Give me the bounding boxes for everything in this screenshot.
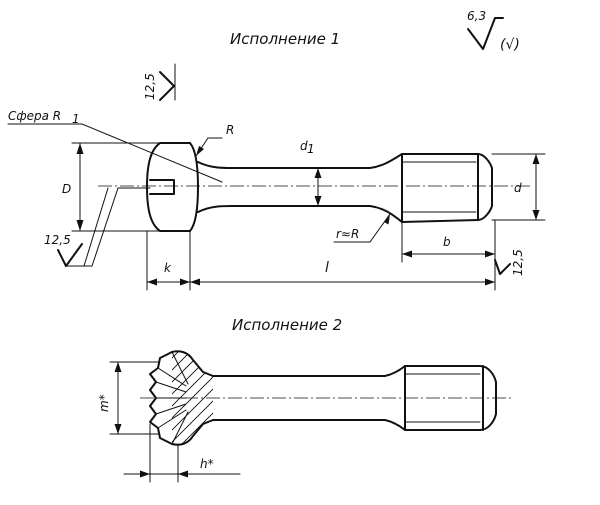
label-r-approx-r: r≈R bbox=[336, 227, 359, 241]
roughness-mark-right: 12,5 bbox=[494, 249, 525, 276]
thread-body bbox=[401, 153, 493, 223]
title-version-2: Исполнение 2 bbox=[232, 316, 342, 334]
roughness-mark-top: 12,5 bbox=[143, 63, 176, 101]
dim-label-m: m* bbox=[97, 394, 111, 412]
roughness-mark-left: 12,5 bbox=[44, 187, 151, 267]
dim-label-h: h* bbox=[200, 457, 214, 471]
roughness-right-value: 12,5 bbox=[511, 249, 525, 276]
dim-label-d1: d bbox=[300, 139, 308, 153]
version-2-view: m* h* bbox=[97, 350, 512, 483]
dim-label-d1-sub: 1 bbox=[307, 142, 315, 156]
version-1-view: D d 1 d k l b Сфера R 1 R r≈R bbox=[7, 63, 546, 291]
section-hatching bbox=[172, 351, 213, 445]
screw-head-edge bbox=[189, 142, 199, 232]
label-radius-r: R bbox=[226, 123, 234, 137]
title-version-1: Исполнение 1 bbox=[230, 30, 340, 48]
v2-shank-top bbox=[212, 365, 406, 377]
label-sphere-r1-sub: 1 bbox=[72, 112, 80, 126]
screw-shank-top bbox=[197, 153, 403, 169]
roughness-general-value: 6,3 bbox=[467, 9, 486, 23]
dim-label-d: d bbox=[514, 181, 522, 195]
screw-shank-bottom bbox=[197, 205, 403, 223]
dim-label-D: D bbox=[62, 182, 71, 196]
serrated-head-right bbox=[171, 350, 214, 446]
roughness-general-bracket: (√) bbox=[500, 37, 520, 53]
thread-root-line bbox=[401, 161, 477, 213]
general-roughness-mark: 6,3 (√) bbox=[467, 9, 520, 53]
roughness-top-value: 12,5 bbox=[143, 73, 157, 100]
label-sphere-r1: Сфера R bbox=[8, 109, 61, 123]
dim-label-k: k bbox=[164, 261, 172, 275]
roughness-left-value: 12,5 bbox=[44, 233, 71, 247]
dim-label-b: b bbox=[443, 235, 451, 249]
v2-shank-bottom bbox=[212, 419, 406, 431]
v2-thread-root-line bbox=[404, 373, 481, 423]
screw-head-outline bbox=[146, 142, 191, 232]
screw-slot bbox=[149, 179, 175, 195]
dim-label-l: l bbox=[325, 260, 329, 276]
